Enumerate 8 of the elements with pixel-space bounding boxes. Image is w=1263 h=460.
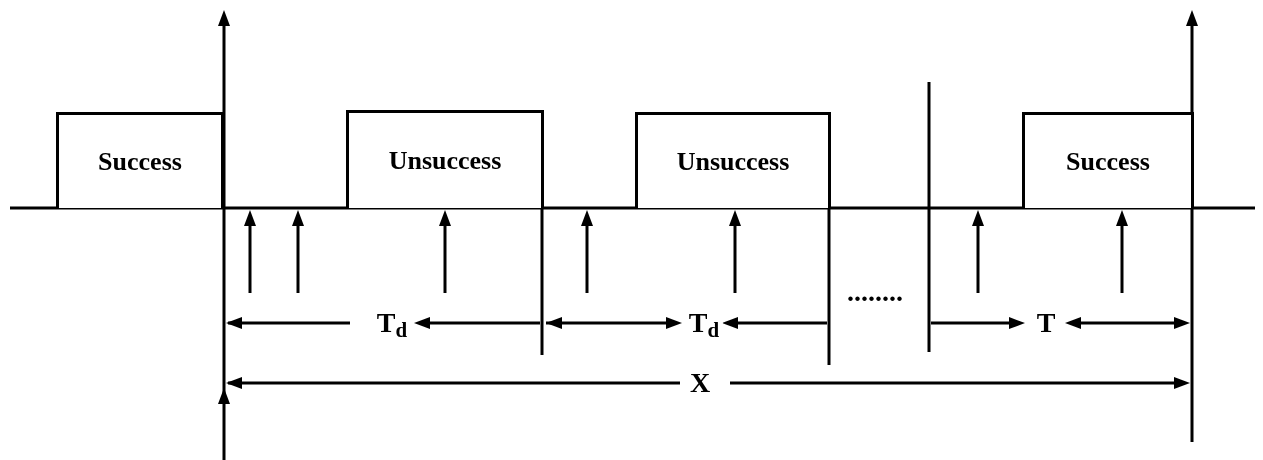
pulse-box — [346, 110, 544, 208]
pulse-box — [635, 112, 831, 208]
outcome-label: Success — [1066, 148, 1150, 175]
pulse-box — [1022, 112, 1194, 208]
outcome-label: Success — [98, 148, 182, 175]
pulse-box — [56, 112, 224, 208]
outcome-label: Unsuccess — [676, 148, 790, 175]
outcome-label: Unsuccess — [388, 147, 502, 174]
